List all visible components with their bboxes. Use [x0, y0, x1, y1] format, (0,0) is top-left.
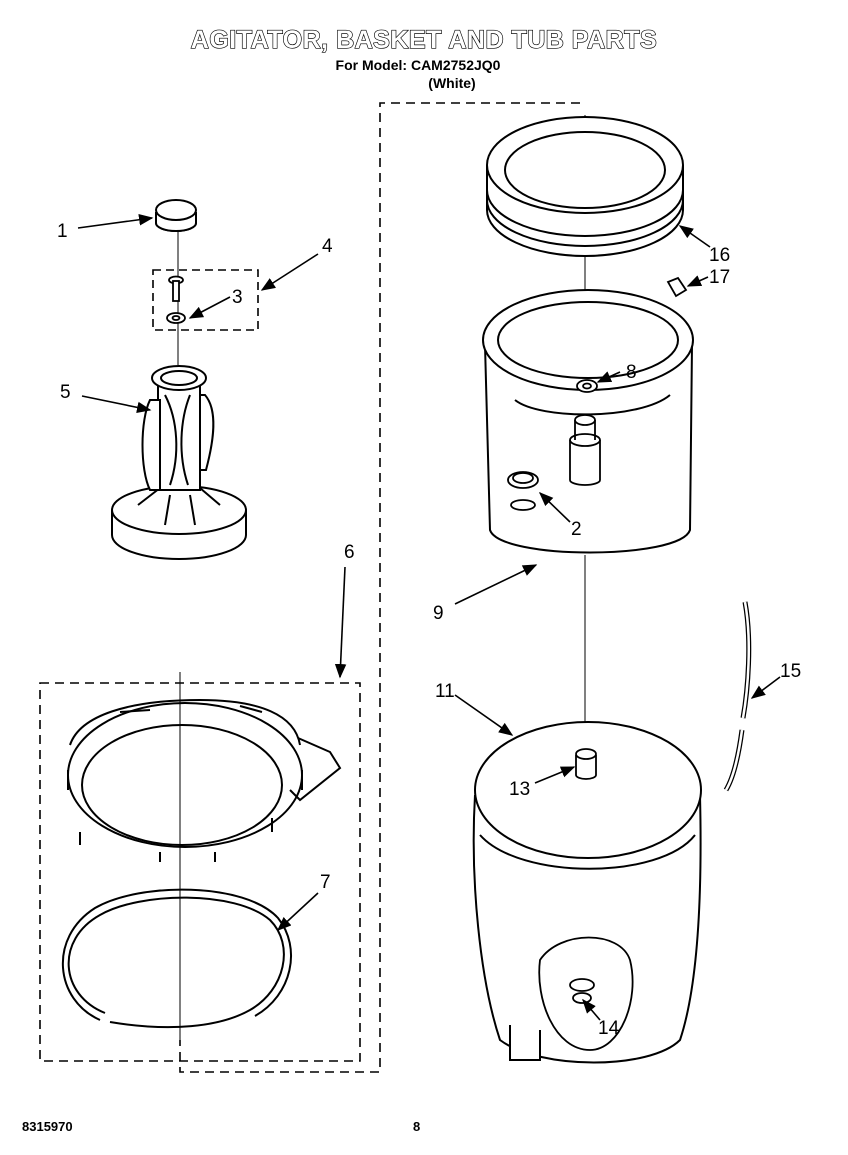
callout-9: 9 [433, 603, 444, 624]
page-number: 8 [413, 1119, 421, 1134]
callout-4: 4 [322, 236, 333, 257]
bolt-kit-box [152, 269, 259, 331]
leader-arrows [77, 214, 781, 1021]
callout-6: 6 [344, 542, 355, 563]
basket-plug-part [507, 471, 539, 511]
callout-11: 11 [435, 681, 455, 702]
clip-part [666, 276, 688, 298]
callout-17: 17 [709, 267, 730, 288]
model-line: For Model: CAM2752JQ0 [335, 57, 501, 73]
tub-bearing-part [575, 748, 597, 780]
callout-16: 16 [709, 245, 730, 266]
callout-15: 15 [780, 661, 801, 682]
agitator-bolt-part [166, 275, 186, 324]
drive-ring-part [61, 888, 292, 1029]
tub-ring-top-part [486, 116, 684, 257]
agitator-cap-part [155, 199, 197, 232]
callout-5: 5 [60, 382, 71, 403]
callout-8: 8 [626, 362, 637, 383]
tub-ring-kit-box [39, 682, 361, 1062]
callout-1: 1 [57, 221, 68, 242]
tub-ring-part [67, 698, 342, 862]
callout-2: 2 [571, 519, 582, 540]
agitator-part [111, 365, 247, 560]
basket-hub [569, 414, 601, 486]
callout-7: 7 [320, 872, 331, 893]
callout-3: 3 [232, 287, 243, 308]
doc-number: 8315970 [22, 1119, 73, 1134]
color-line: (White) [428, 75, 476, 91]
basket-nut-part [576, 379, 598, 393]
callout-13: 13 [509, 779, 530, 800]
tub-part [472, 721, 702, 1064]
page-title: AGITATOR, BASKET AND TUB PARTS [190, 25, 658, 54]
callout-14: 14 [598, 1018, 620, 1039]
